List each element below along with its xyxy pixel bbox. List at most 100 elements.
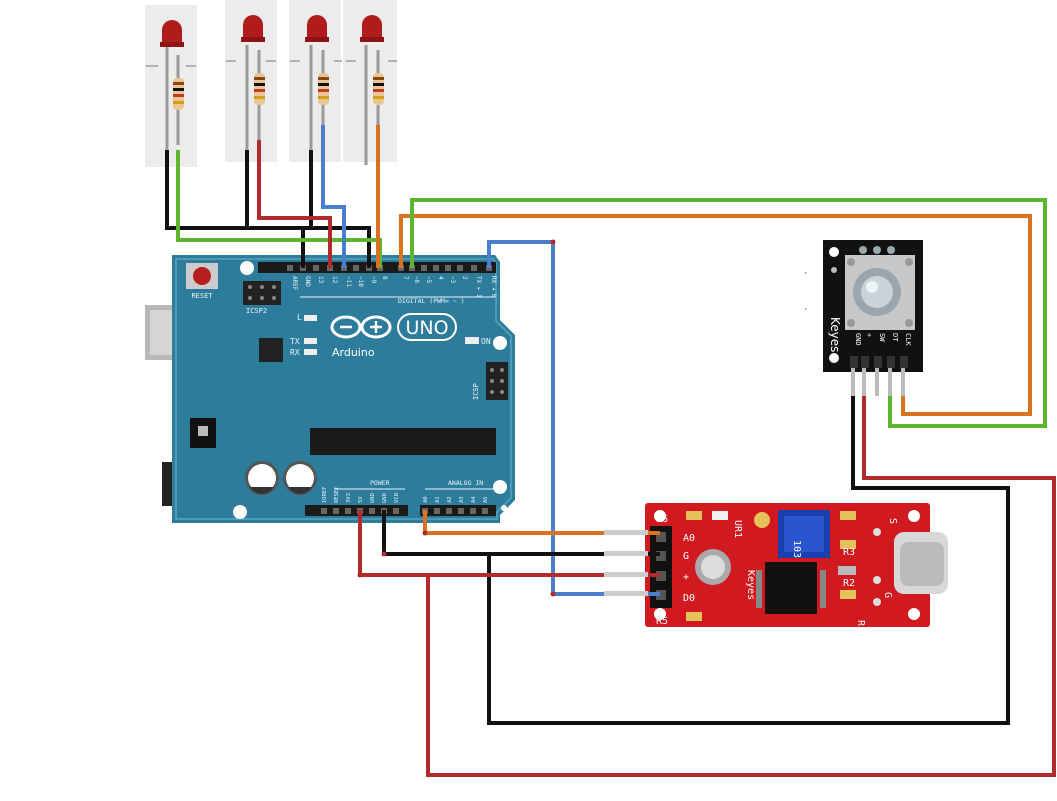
power-label: POWER: [370, 479, 390, 487]
digital-pin-label: TX ▸ 1: [475, 276, 482, 298]
rotary-encoder-module: Keyes GND+ SW DT CLK: [823, 240, 923, 372]
analog-pin-label: A3: [459, 496, 465, 503]
wire-led1-green: [176, 150, 382, 268]
wire-led2-red: [257, 140, 332, 268]
led-2: [241, 15, 265, 165]
sensor-label: R1: [855, 620, 866, 632]
digital-pin-label: RX ◂ 0: [490, 276, 497, 298]
encoder-brand: Keyes: [828, 317, 842, 352]
sensor-label: R2: [843, 578, 855, 589]
digital-label: DIGITAL (PWM= ~ ): [398, 297, 465, 305]
led-rx-label: RX: [290, 348, 300, 357]
reset-label: RESET: [191, 292, 213, 300]
digital-pin-label: ~10: [357, 276, 364, 287]
power-pin-label: RESET: [334, 486, 340, 503]
led-3: [305, 15, 329, 165]
sensor-label: R6: [656, 514, 668, 525]
wire-encoder-dt: [399, 214, 1032, 416]
digital-pin-label: GND: [304, 276, 311, 287]
digital-pin-label: 4: [437, 276, 444, 280]
encoder-pin: [874, 356, 882, 368]
analog-pin-label: A4: [471, 496, 477, 503]
digital-pin-label: AREF: [291, 276, 298, 291]
encoder-pin-label: DT: [891, 333, 899, 342]
arduino-logo: UNO Arduino: [330, 313, 457, 359]
power-pin-label: GND: [382, 493, 388, 503]
digital-pin-label: ~6: [413, 276, 420, 284]
power-pin: [333, 508, 339, 514]
sensor-label: S: [887, 518, 898, 524]
analog-pin: [470, 508, 476, 514]
wire-led3-blue: [321, 125, 346, 268]
encoder-pin-label: SW: [878, 333, 886, 342]
digital-pin-label: ~5: [425, 276, 432, 284]
digital-pin: [353, 265, 359, 271]
analog-label: ANALOG IN: [448, 479, 483, 487]
sensor-label: UR1: [732, 520, 743, 538]
power-header: POWER: [305, 479, 408, 516]
wire-encoder-clk: [410, 198, 1047, 428]
power-pin: [345, 508, 351, 514]
icsp-label: ICSP: [472, 383, 480, 400]
icsp2-label: ICSP2: [246, 307, 267, 315]
potentiometer-value: 103: [791, 540, 802, 558]
power-pin: [369, 508, 375, 514]
analog-pin: [482, 508, 488, 514]
encoder-pin: [850, 356, 858, 368]
arduino-uno-board: RESET ICSP2 L TX RX UNO Arduino ON: [145, 255, 515, 523]
digital-pin-label: 8: [381, 276, 388, 280]
encoder-pin-label: CLK: [904, 333, 912, 346]
wire-led-ground-bus: [165, 150, 371, 268]
digital-pin-label: ~9: [370, 276, 377, 284]
digital-pin: [471, 265, 477, 271]
power-pin-label: VIN: [394, 493, 400, 503]
power-pin-label: 5V: [358, 496, 364, 503]
analog-pin-label: A1: [435, 496, 441, 503]
digital-pin-label: ~3: [449, 276, 456, 284]
digital-pin-label: 13: [317, 276, 324, 284]
arduino-brand: Arduino: [332, 346, 375, 359]
sensor-pin-label: D0: [683, 593, 695, 604]
digital-pin-label: 2: [461, 276, 468, 280]
encoder-pin: [861, 356, 869, 368]
led-1: [160, 20, 184, 165]
digital-pin: [313, 265, 319, 271]
digital-pin-label: ~11: [345, 276, 352, 287]
analog-pin-label: A5: [483, 496, 489, 503]
digital-pin: [433, 265, 439, 271]
encoder-pin-label: GND: [854, 333, 862, 346]
led-tx-label: TX: [290, 337, 300, 346]
analog-pin: [446, 508, 452, 514]
digital-pin: [457, 265, 463, 271]
svg-text:·: ·: [803, 305, 808, 315]
wire-encoder-vcc: [426, 368, 1056, 777]
digital-pin: [287, 265, 293, 271]
encoder-pin: [900, 356, 908, 368]
on-led-label: ON: [481, 337, 491, 346]
capacitors: [245, 461, 317, 495]
wire-encoder-gnd: [487, 368, 1010, 725]
digital-pin-label: 12: [331, 276, 338, 284]
power-pin-label: 3V3: [346, 493, 352, 503]
sensor-label: R5: [656, 616, 668, 627]
sensor-pin-label: G: [683, 551, 689, 562]
sensor-pin-label: A0: [683, 533, 695, 544]
analog-pin-label: A2: [447, 496, 453, 503]
analog-pin: [458, 508, 464, 514]
sensor-pin-label: +: [683, 572, 689, 583]
power-pin-label: IOREF: [322, 486, 328, 503]
sensor-label: Keyes: [745, 570, 756, 600]
uno-text: UNO: [405, 317, 448, 339]
led-array: [145, 0, 397, 167]
encoder-pin-label: +: [865, 333, 873, 337]
power-pin: [321, 508, 327, 514]
analog-pin: [434, 508, 440, 514]
power-pin: [393, 508, 399, 514]
wires: [165, 125, 1056, 777]
sensor-label: G: [882, 592, 893, 598]
encoder-pin: [887, 356, 895, 368]
analog-pin-label: A0: [423, 496, 429, 503]
led-l-label: L: [297, 313, 302, 322]
